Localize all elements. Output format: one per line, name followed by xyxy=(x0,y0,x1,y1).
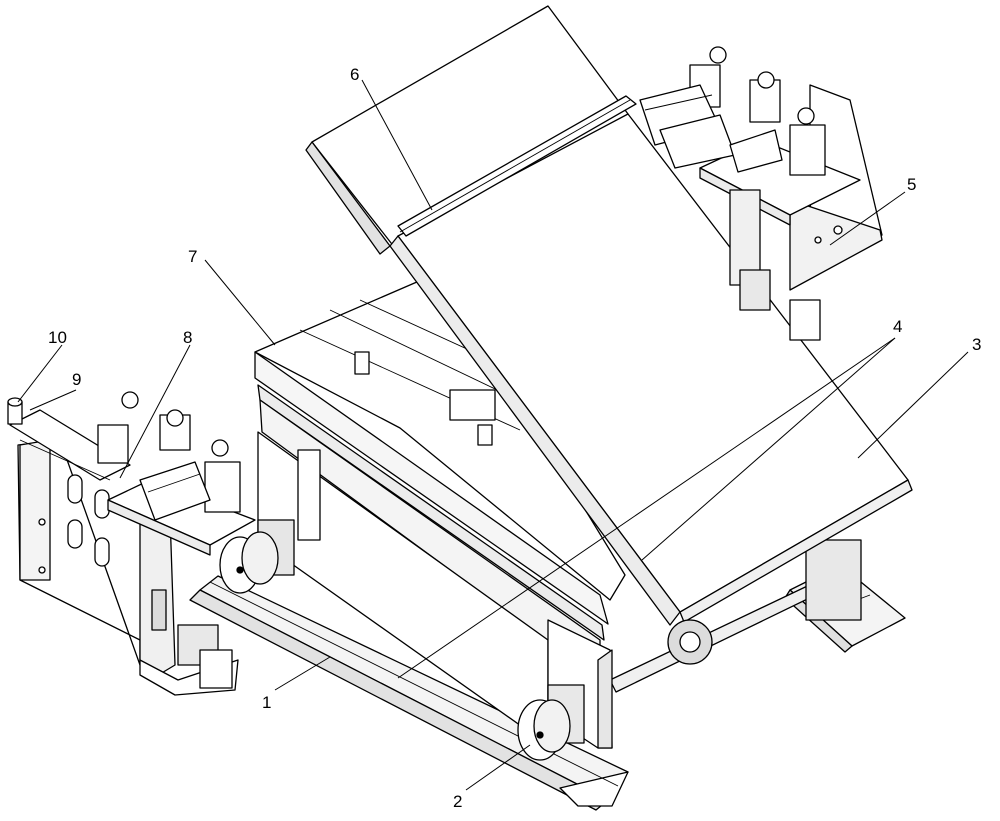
leader-3 xyxy=(857,351,969,459)
right-positioning-assembly xyxy=(639,46,883,341)
callout-labels: 1 2 3 4 5 6 7 8 9 10 xyxy=(48,65,981,811)
callout-9: 9 xyxy=(72,370,81,389)
left-wheel xyxy=(219,519,295,594)
left-positioning-assembly xyxy=(7,391,256,696)
callout-leaders xyxy=(17,79,969,791)
leader-6 xyxy=(361,79,433,211)
leader-4 xyxy=(641,337,896,561)
callout-10: 10 xyxy=(48,328,67,347)
leader-10 xyxy=(17,344,63,403)
callout-4: 4 xyxy=(893,317,902,336)
callout-2: 2 xyxy=(453,792,462,811)
leader-4b xyxy=(397,337,896,679)
leader-5 xyxy=(829,191,906,246)
leader-9 xyxy=(29,389,77,411)
leader-2 xyxy=(465,744,531,791)
callout-8: 8 xyxy=(183,328,192,347)
callout-6: 6 xyxy=(350,65,359,84)
lifting-table xyxy=(254,271,626,749)
callout-1: 1 xyxy=(262,693,271,712)
callout-3: 3 xyxy=(972,335,981,354)
drive-shaft xyxy=(609,539,862,693)
front-wheel xyxy=(517,684,585,761)
callout-7: 7 xyxy=(188,247,197,266)
callout-5: 5 xyxy=(907,175,916,194)
leader-8 xyxy=(119,344,191,479)
leader-7 xyxy=(204,259,276,346)
leader-1 xyxy=(274,656,331,691)
